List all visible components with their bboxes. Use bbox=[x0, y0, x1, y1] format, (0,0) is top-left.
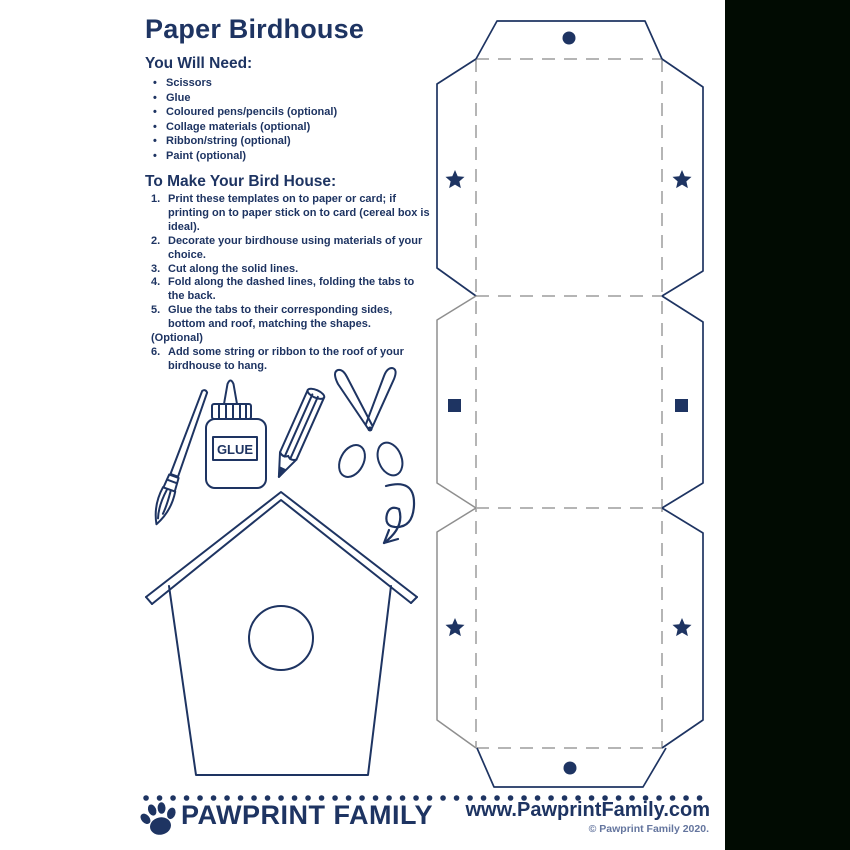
instruction-step: 5.Glue the tabs to their corresponding s… bbox=[151, 304, 393, 331]
roof-left-tab bbox=[436, 58, 477, 297]
materials-list-item: Paint (optional) bbox=[145, 149, 432, 164]
circle-marker bbox=[562, 31, 576, 45]
instruction-step: 2.Decorate your birdhouse using material… bbox=[151, 234, 423, 261]
pencil-icon bbox=[277, 387, 326, 478]
star-marker bbox=[445, 170, 465, 189]
materials-list-item: Collage materials (optional) bbox=[145, 120, 432, 135]
fold-lines bbox=[475, 58, 663, 749]
cut-lines-gray bbox=[436, 295, 477, 749]
side-right-tab bbox=[661, 295, 704, 509]
materials-list-item: Coloured pens/pencils (optional) bbox=[145, 105, 432, 120]
materials-list-item: Glue bbox=[145, 91, 432, 106]
star-marker bbox=[445, 618, 465, 637]
front-left-tab bbox=[436, 507, 477, 749]
cut-lines bbox=[436, 20, 704, 788]
materials-list-item: Scissors bbox=[145, 76, 432, 91]
screen-black-region bbox=[725, 0, 850, 850]
top-glue-tab bbox=[475, 20, 663, 60]
bottom-glue-tab bbox=[476, 747, 667, 788]
materials-list-item: Ribbon/string (optional) bbox=[145, 134, 432, 149]
birdhouse-hole bbox=[248, 605, 314, 671]
square-marker bbox=[675, 399, 688, 412]
glue-bottle-icon: GLUE bbox=[205, 379, 267, 489]
instruction-column: Paper Birdhouse You Will Need: ScissorsG… bbox=[145, 13, 432, 374]
instruction-step: 1.Print these templates on to paper or c… bbox=[151, 193, 430, 233]
roof-right-tab bbox=[661, 58, 704, 297]
instruction-step: 4.Fold along the dashed lines, folding t… bbox=[151, 276, 415, 303]
birdhouse-template bbox=[436, 20, 704, 788]
birdhouse-drawing bbox=[145, 491, 418, 776]
materials-list: ScissorsGlueColoured pens/pencils (optio… bbox=[145, 76, 432, 163]
glue-label: GLUE bbox=[217, 442, 253, 457]
circle-marker bbox=[563, 761, 577, 775]
star-marker bbox=[672, 170, 692, 189]
scissors-icon bbox=[334, 367, 404, 478]
glue-markers bbox=[445, 31, 692, 775]
paintbrush-icon bbox=[154, 389, 209, 526]
front-right-tab bbox=[661, 507, 704, 749]
instruction-step: 6.Add some string or ribbon to the roof … bbox=[151, 345, 404, 372]
website-url: www.PawprintFamily.com bbox=[465, 799, 711, 821]
paw-icon bbox=[136, 798, 182, 839]
side-left-tab bbox=[436, 295, 477, 509]
materials-heading: You Will Need: bbox=[145, 55, 253, 72]
instruction-step: (Optional) bbox=[151, 332, 203, 345]
star-marker bbox=[672, 618, 692, 637]
instruction-step: 3.Cut along the solid lines. bbox=[151, 262, 299, 275]
page-title: Paper Birdhouse bbox=[145, 14, 365, 44]
brand-wordmark: PAWPRINT FAMILY bbox=[181, 800, 434, 830]
instructions-steps-list: 1.Print these templates on to paper or c… bbox=[145, 193, 432, 374]
instructions-heading: To Make Your Bird House: bbox=[145, 173, 337, 190]
curved-arrow-icon bbox=[382, 483, 416, 545]
copyright-text: © Pawprint Family 2020. bbox=[588, 823, 709, 835]
square-marker bbox=[448, 399, 461, 412]
